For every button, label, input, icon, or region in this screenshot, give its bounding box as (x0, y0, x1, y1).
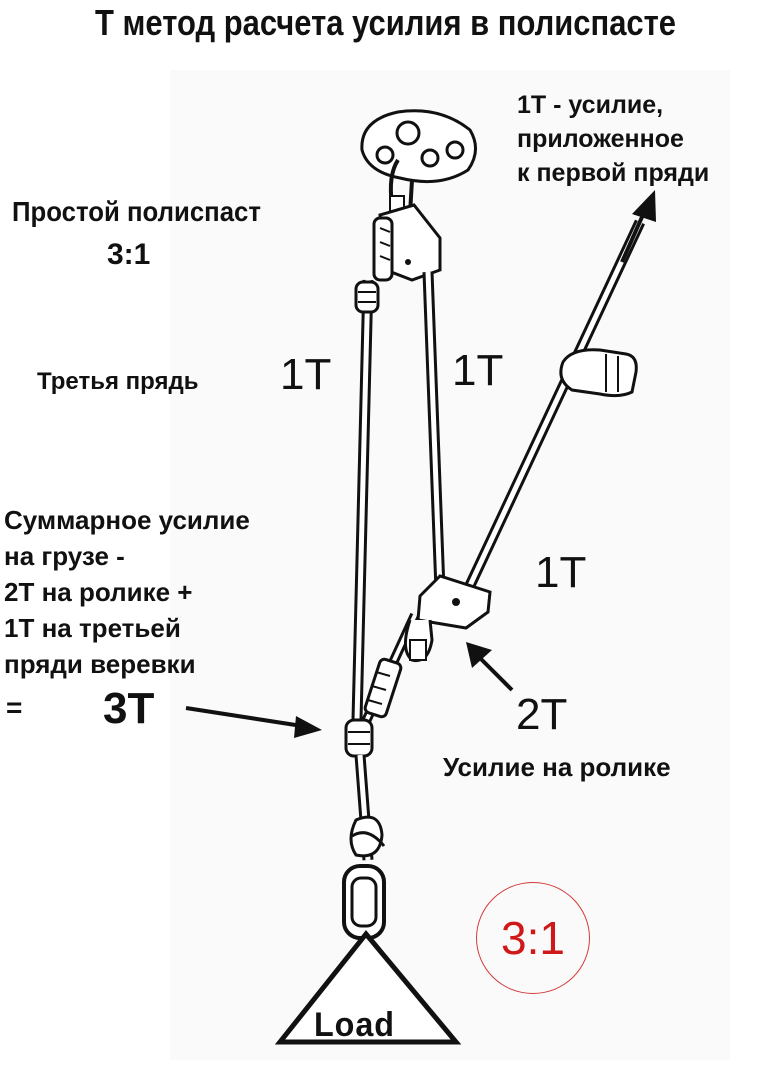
equals-sign: = (6, 692, 23, 723)
strand-force-second: 1T (452, 346, 504, 395)
sum-force-note-line: 1T на третьей (4, 613, 181, 643)
pull-direction-arrow-icon (620, 190, 656, 263)
total-force-value: 3T (103, 684, 155, 733)
mobile-pulley (404, 574, 492, 663)
sum-force-note: Суммарное усилие на грузе - 2T на ролике… (4, 502, 250, 682)
hand-icon (559, 348, 638, 398)
pulley-force-label: Усилие на ролике (443, 752, 671, 782)
applied-force-note-line: к первой пряди (517, 159, 710, 187)
sum-force-note-line: 2T на ролике + (4, 577, 193, 607)
load-triangle-icon (274, 930, 462, 1045)
applied-force-note-line: приложенное (517, 125, 684, 153)
load-carabiner (342, 864, 386, 940)
strand-force-third: 1T (280, 350, 332, 399)
system-name: Простой полиспаст (12, 196, 261, 227)
sum-force-note-line: пряди веревки (4, 649, 196, 679)
load-label: Load (314, 1006, 395, 1044)
ratio-badge: 3:1 (476, 882, 590, 994)
strand-force-first: 1T (535, 548, 587, 597)
pulley-force-arrow-icon (466, 642, 514, 692)
total-force-arrow-icon (185, 706, 322, 738)
page-title: Т метод расчета усилия в полиспасте (95, 2, 677, 43)
figure-eight-knot (349, 815, 386, 858)
top-pulley-with-clamp (372, 203, 442, 282)
prusik-knot-lower (344, 718, 374, 758)
rope-first-strand (461, 219, 645, 597)
prusik-knot-upper (354, 280, 380, 314)
sum-force-note-line: Суммарное усилие (4, 505, 250, 535)
rope-third-strand (351, 279, 374, 721)
system-ratio: 3:1 (107, 238, 151, 271)
rope-grab (363, 657, 403, 719)
third-strand-label: Третья прядь (37, 368, 199, 395)
sum-force-note-line: на грузе - (4, 541, 125, 571)
applied-force-note: 1Т - усилие, приложенное к первой пряди (517, 88, 709, 190)
applied-force-note-line: 1Т - усилие, (517, 91, 664, 119)
pulley-force-value: 2T (516, 690, 568, 739)
anchor-plate (360, 109, 477, 184)
rope-second-strand (422, 271, 446, 591)
